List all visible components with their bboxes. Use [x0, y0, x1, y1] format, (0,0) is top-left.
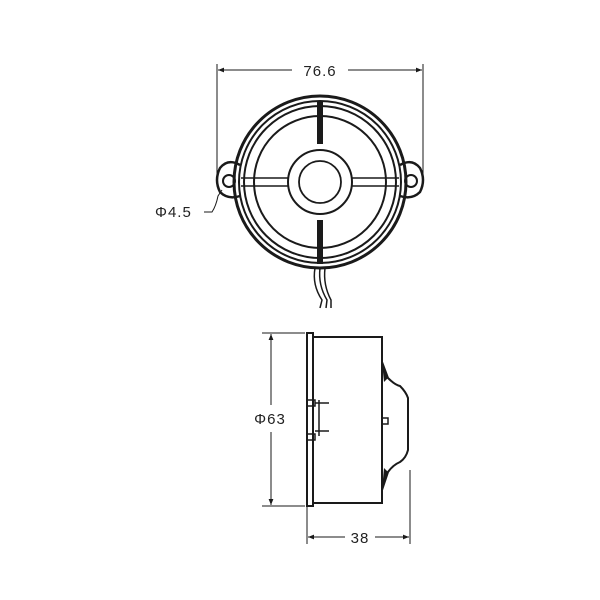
- terminal-pins: [306, 399, 329, 441]
- depth-label: 38: [351, 530, 370, 547]
- body: [312, 336, 383, 504]
- side-view: Φ63 38: [254, 332, 411, 547]
- diameter-label: Φ63: [254, 411, 286, 428]
- front-view: 76.6 Φ4.5: [155, 63, 425, 309]
- hole-diameter-label: Φ4.5: [155, 204, 192, 221]
- grille-spokes: [241, 102, 399, 264]
- depth-dimension: 38: [306, 470, 411, 547]
- diameter-dimension: Φ63: [254, 332, 305, 507]
- hole-dimension: Φ4.5: [155, 189, 223, 221]
- lead-wires: [313, 267, 332, 309]
- width-dimension: 76.6: [216, 63, 424, 185]
- width-label: 76.6: [303, 63, 336, 80]
- dome: [381, 361, 409, 491]
- center-hub: [287, 149, 353, 215]
